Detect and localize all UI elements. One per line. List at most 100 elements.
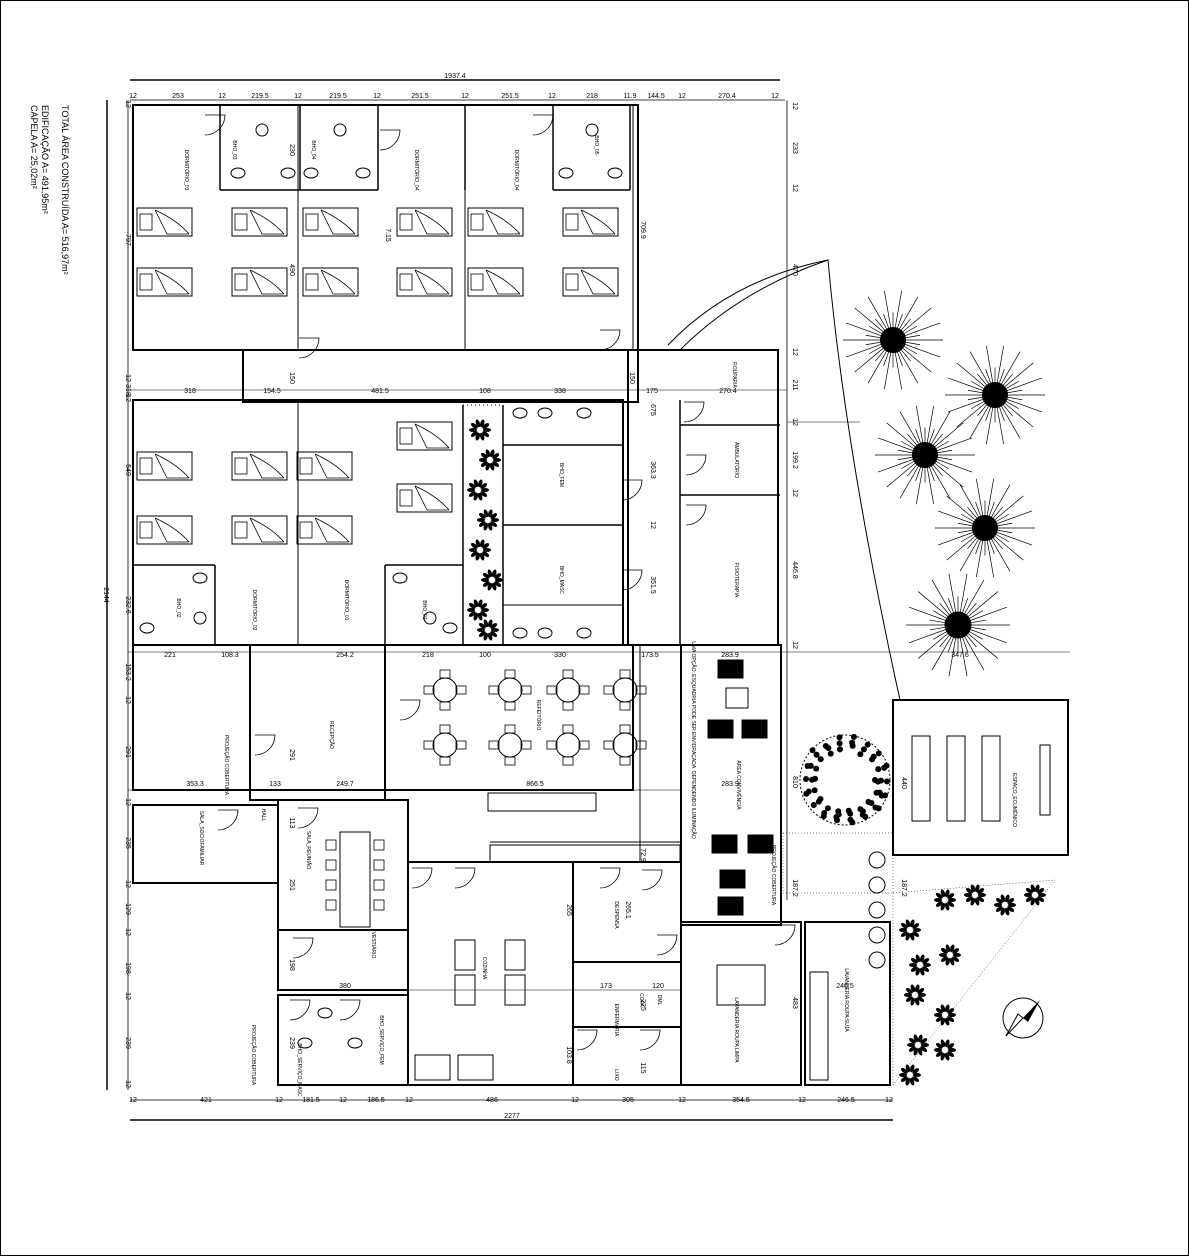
bedsheet	[249, 453, 285, 479]
shrub-leaf	[1037, 896, 1045, 902]
leaf	[813, 751, 820, 758]
room-label-sala_reuniao: SALA_REUNIÃO	[305, 831, 312, 869]
toilet	[355, 167, 371, 179]
shrub-leaf	[948, 1013, 956, 1017]
chair	[325, 839, 337, 851]
shrub-leaf	[469, 427, 478, 432]
bench	[911, 735, 931, 822]
dining-table	[432, 677, 458, 703]
shrub-leaf	[468, 482, 476, 489]
top-dim-text: 12	[373, 93, 381, 100]
shrub-leaf	[470, 551, 478, 557]
top-overall-dim-text: 1937.4	[444, 73, 466, 80]
chair	[603, 685, 615, 695]
shrub-leaf	[487, 632, 493, 641]
chair	[504, 756, 516, 766]
sink	[333, 123, 347, 137]
shrub-leaf	[900, 931, 908, 937]
left-dim-text: 232.6	[124, 596, 131, 614]
door-swing	[289, 999, 311, 1021]
toilet	[347, 1037, 363, 1049]
sofa	[717, 896, 744, 916]
palm-center	[912, 442, 938, 468]
note-projecao: PROJEÇÃO COBERTURA	[223, 735, 230, 796]
bedsheet	[154, 269, 190, 295]
top-dim-text: 12	[771, 93, 779, 100]
inner-dim-text: 12	[649, 521, 656, 529]
shrub-leaf	[978, 893, 986, 897]
leaf	[878, 792, 885, 799]
shrub-leaf	[965, 896, 973, 902]
shrub-leaf	[945, 944, 951, 953]
sink	[193, 611, 207, 625]
shrub-leaf	[920, 1038, 928, 1044]
leaf	[836, 746, 843, 753]
shrub-leaf	[470, 431, 478, 437]
left-dim-text: 12	[124, 696, 131, 704]
door-swing	[254, 734, 276, 756]
leaf	[827, 750, 834, 757]
shrub-leaf	[483, 632, 489, 641]
palm-tree	[875, 405, 975, 505]
room-label-bwc04: BHO_04	[310, 140, 316, 159]
bottom-overall-dim-text: 2277	[504, 1113, 520, 1120]
chair	[455, 685, 467, 695]
shrub-leaf	[917, 1047, 923, 1056]
shrub-leaf	[909, 962, 918, 967]
top-dim-text: 270.4	[718, 93, 736, 100]
shrub-leaf	[940, 1039, 946, 1048]
shrub-leaf	[944, 1052, 950, 1061]
shrub-leaf	[905, 996, 913, 1002]
inner-dim-text: 225	[639, 999, 646, 1011]
chair	[373, 839, 385, 851]
top-dim-text: 12	[461, 93, 469, 100]
inner-dim-text: 709.9	[639, 221, 646, 239]
door-swing	[399, 699, 421, 721]
shrub-leaf	[948, 1048, 956, 1052]
shrub-leaf	[964, 892, 973, 897]
door-swing	[621, 569, 643, 591]
shrub-leaf	[935, 1051, 943, 1057]
shrub-leaf	[481, 488, 489, 492]
shrub-leaf	[899, 927, 908, 932]
inner-dim-text: 347.6	[951, 652, 969, 659]
door-swing	[204, 114, 226, 136]
stove	[504, 939, 526, 971]
shrub-leaf	[475, 552, 481, 561]
shrub-leaf	[944, 1017, 950, 1026]
door-swing	[639, 1029, 661, 1051]
chair	[488, 740, 500, 750]
top-dim-text: 12	[678, 93, 686, 100]
left-dim-text: 549	[124, 464, 131, 476]
stove	[454, 939, 476, 971]
bed	[467, 267, 524, 297]
leaf	[859, 811, 866, 818]
inner-dim-text: 108.3	[221, 652, 239, 659]
shrub-leaf	[912, 923, 920, 929]
pillow	[565, 273, 579, 291]
shrub-leaf	[944, 1039, 950, 1048]
shrub-leaf	[1025, 887, 1033, 894]
shrub-leaf	[468, 491, 476, 497]
bottom-dim-text: 421	[200, 1097, 212, 1104]
shrub-leaf	[481, 608, 489, 612]
shrub-leaf	[899, 1072, 908, 1077]
sofa	[711, 834, 738, 854]
top-dim-text: 251.5	[501, 93, 519, 100]
shrub-leaf	[935, 1042, 943, 1049]
shrub-leaf	[934, 1047, 943, 1052]
pillow	[399, 213, 413, 231]
leaf	[812, 775, 819, 782]
inner-dim-text: 7.15	[384, 228, 391, 242]
note-opcao: UMA OPÇÃO: ESQUADRIA PODE SER ENVIDRAÇAD…	[690, 641, 697, 839]
shrub-leaf	[477, 627, 486, 632]
toilet	[537, 407, 553, 419]
bedsheet	[249, 517, 285, 543]
shrub-leaf	[913, 928, 921, 932]
toilet	[607, 167, 623, 179]
shrub-leaf	[917, 996, 925, 1002]
bottom-dim-text: 181.5	[302, 1097, 320, 1104]
bedsheet	[414, 209, 450, 235]
palm-tree	[906, 573, 1010, 677]
